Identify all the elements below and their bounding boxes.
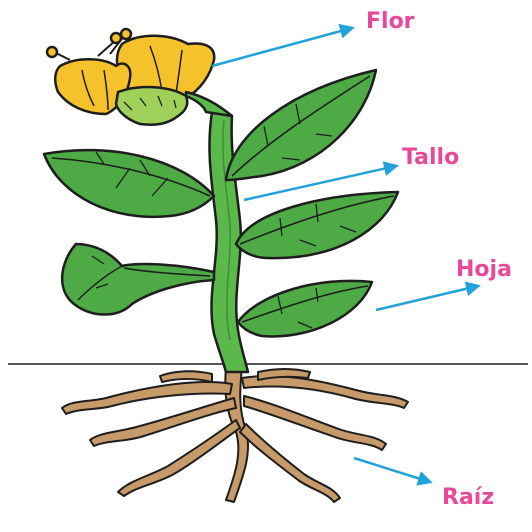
stem-label: Tallo — [402, 145, 459, 170]
leaf-arrow — [376, 286, 478, 310]
flower-label: Flor — [366, 9, 415, 34]
flower — [47, 29, 232, 125]
flower-arrow — [212, 28, 352, 66]
roots — [62, 366, 408, 502]
leaf-label: Hoja — [456, 257, 512, 282]
root-arrow — [354, 458, 430, 482]
root-label: Raíz — [442, 485, 494, 510]
